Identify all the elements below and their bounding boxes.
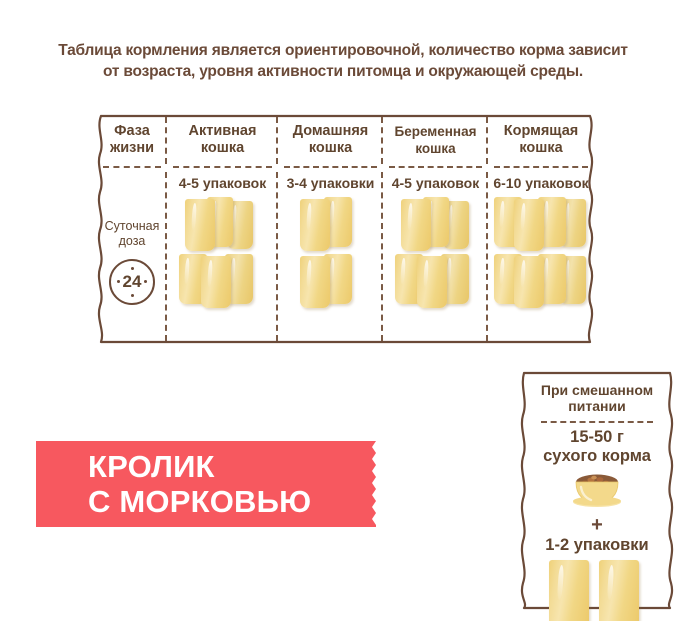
dose-value: 24 <box>122 271 142 291</box>
daily-dose-line1: Суточная <box>104 218 160 233</box>
header-phase-line1: Фаза <box>114 122 150 139</box>
table-header-active-cat: Активная кошка <box>167 113 278 168</box>
header-nursing-line1: Кормящая <box>503 122 579 139</box>
table-header-pregnant-cat: Беременная кошка <box>383 113 488 168</box>
intro-text: Таблица кормления является ориентировочн… <box>0 40 686 82</box>
intro-line-1: Таблица кормления является ориентировочн… <box>58 42 628 59</box>
plus-symbol: + <box>591 514 603 536</box>
column-divider <box>381 172 383 341</box>
count-nursing-cat: 6-10 упаковок <box>493 175 589 191</box>
header-active-line1: Активная <box>188 122 257 139</box>
column-divider <box>486 172 488 341</box>
intro-line-2: от возраста, уровня активности питомца и… <box>103 63 583 80</box>
food-pouch-icon <box>300 199 330 251</box>
table-frame-border <box>97 114 594 344</box>
product-banner: КРОЛИК С МОРКОВЬЮ <box>36 441 372 527</box>
header-pregnant-line1: Беременная <box>394 123 477 139</box>
column-divider <box>486 117 488 164</box>
pouch-group-home-cat <box>278 197 383 345</box>
banner-torn-edge <box>370 441 376 527</box>
header-home-line2: кошка <box>308 139 353 156</box>
food-bowl-icon <box>565 469 629 514</box>
food-pouch-icon <box>417 256 447 308</box>
food-pouch-icon <box>201 256 231 308</box>
pouch-group-nursing-cat <box>488 197 594 345</box>
dose-dot-right <box>144 280 147 283</box>
cell-active-cat: 4-5 упаковок <box>167 168 278 345</box>
table-header-phase: Фаза жизни <box>97 113 167 168</box>
pouch-group-mixed <box>545 560 649 621</box>
count-active-cat: 4-5 упаковок <box>178 175 267 191</box>
daily-dose-line2: доза <box>118 233 146 248</box>
dry-amount-line1: 15-50 г <box>570 428 624 446</box>
column-divider <box>165 117 167 164</box>
pouch-group-pregnant-cat <box>383 197 488 345</box>
food-pouch-icon <box>549 560 589 621</box>
count-home-cat: 3-4 упаковки <box>286 175 375 191</box>
food-pouch-icon <box>300 256 330 308</box>
dose-dot-left <box>117 280 120 283</box>
banner-line-1: КРОЛИК <box>88 449 215 484</box>
header-divider <box>389 166 482 168</box>
header-phase-line2: жизни <box>109 139 155 156</box>
count-pregnant-cat: 4-5 упаковок <box>391 175 480 191</box>
food-pouch-icon <box>514 199 544 251</box>
feeding-table: Фаза жизни Активная кошка <box>97 113 594 345</box>
daily-dose-cell: Суточная доза 24 <box>97 168 167 345</box>
cell-nursing-cat: 6-10 упаковок <box>488 168 594 345</box>
cell-pregnant-cat: 4-5 упаковок <box>383 168 488 345</box>
mixed-divider <box>541 421 653 423</box>
food-pouch-icon <box>599 560 639 621</box>
dose-dot-bottom <box>130 293 134 297</box>
banner-line-2: С МОРКОВЬЮ <box>88 484 312 519</box>
dose-badge: 24 <box>109 258 155 305</box>
header-nursing-line2: кошка <box>519 139 563 156</box>
food-pouch-icon <box>185 199 215 251</box>
table-header-home-cat: Домашняя кошка <box>278 113 383 168</box>
mixed-box-border <box>520 371 674 610</box>
header-active-line2: кошка <box>200 139 245 156</box>
pouch-group-active-cat <box>167 197 278 345</box>
header-home-line1: Домашняя <box>292 122 369 139</box>
dry-amount-line2: сухого корма <box>543 447 651 465</box>
mixed-feeding-box: При смешанном питании 15-50 г сухого кор… <box>520 371 674 621</box>
cell-home-cat: 3-4 упаковки <box>278 168 383 345</box>
column-divider <box>276 172 278 341</box>
header-divider <box>494 166 588 168</box>
header-divider <box>284 166 377 168</box>
mixed-packs-label: 1-2 упаковки <box>545 536 649 554</box>
table-header-nursing-cat: Кормящая кошка <box>488 113 594 168</box>
column-divider <box>276 117 278 164</box>
header-pregnant-line2: кошка <box>415 140 456 156</box>
mixed-title-line1: При смешанном <box>540 382 654 398</box>
header-divider <box>103 166 161 168</box>
food-pouch-icon <box>401 199 431 251</box>
column-divider <box>381 117 383 164</box>
food-pouch-icon <box>514 256 544 308</box>
dose-dot-top <box>130 266 134 270</box>
header-divider <box>173 166 272 168</box>
mixed-title-line2: питании <box>568 398 626 414</box>
column-divider <box>165 172 167 341</box>
